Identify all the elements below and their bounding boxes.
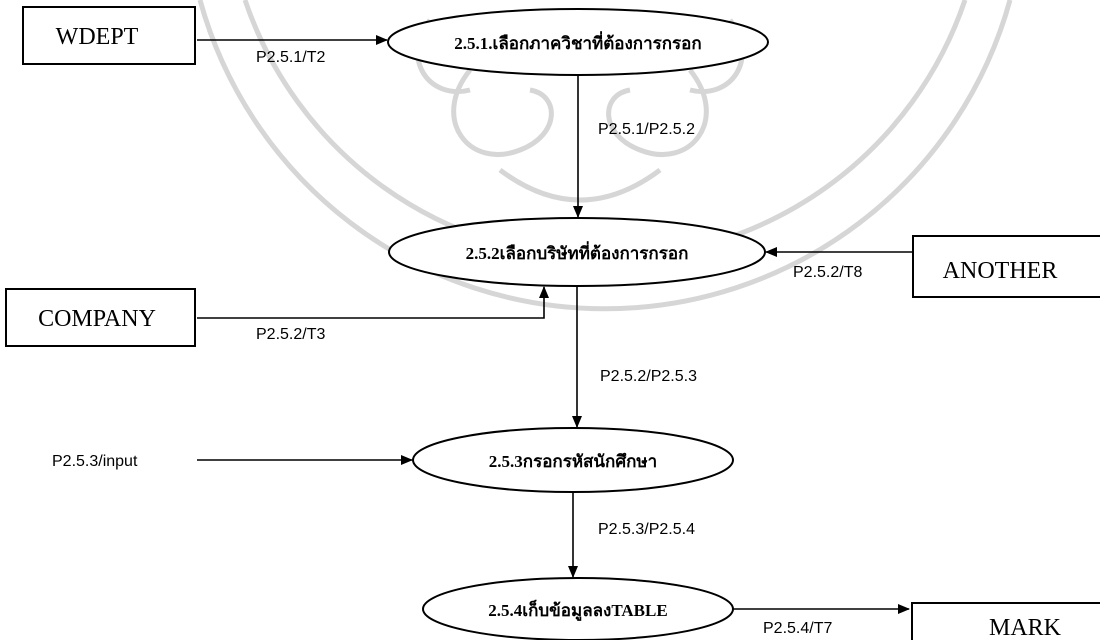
entity-company[interactable] [5,288,196,347]
flow-label-company-to-2-5-2: P2.5.2/T3 [256,326,325,343]
flow-label-2-5-4-to-mark: P2.5.4/T7 [763,620,832,637]
flow-company-to-2-5-2-arrow [197,286,549,319]
entity-another[interactable] [912,235,1100,298]
flow-label-another-to-2-5-2: P2.5.2/T8 [793,264,862,281]
flow-label-2-5-2-to-2-5-3: P2.5.2/P2.5.3 [600,368,697,385]
process-2-5-3-label: 2.5.3กรอกรหัสนักศึกษา [489,452,657,471]
entity-mark[interactable] [911,602,1100,640]
flow-label-2-5-1-to-2-5-2: P2.5.1/P2.5.2 [598,121,695,138]
flow-label-input-to-2-5-3: P2.5.3/input [52,453,138,470]
flow-label-wdept-to-2-5-1: P2.5.1/T2 [256,49,325,66]
process-2-5-2-label: 2.5.2เลือกบริษัทที่ต้องการกรอก [466,241,689,263]
process-2-5-4-label: 2.5.4เก็บข้อมูลลงTABLE [488,598,667,622]
entity-mark-label: MARK [989,615,1062,640]
entity-wdept-label: WDEPT [56,24,139,50]
entity-another-label: ANOTHER [943,258,1058,284]
entity-wdept[interactable] [22,6,196,65]
entity-company-label: COMPANY [38,306,156,332]
flow-label-2-5-3-to-2-5-4: P2.5.3/P2.5.4 [598,521,695,538]
process-2-5-1-label: 2.5.1.เลือกภาควิชาที่ต้องการกรอก [454,31,701,53]
